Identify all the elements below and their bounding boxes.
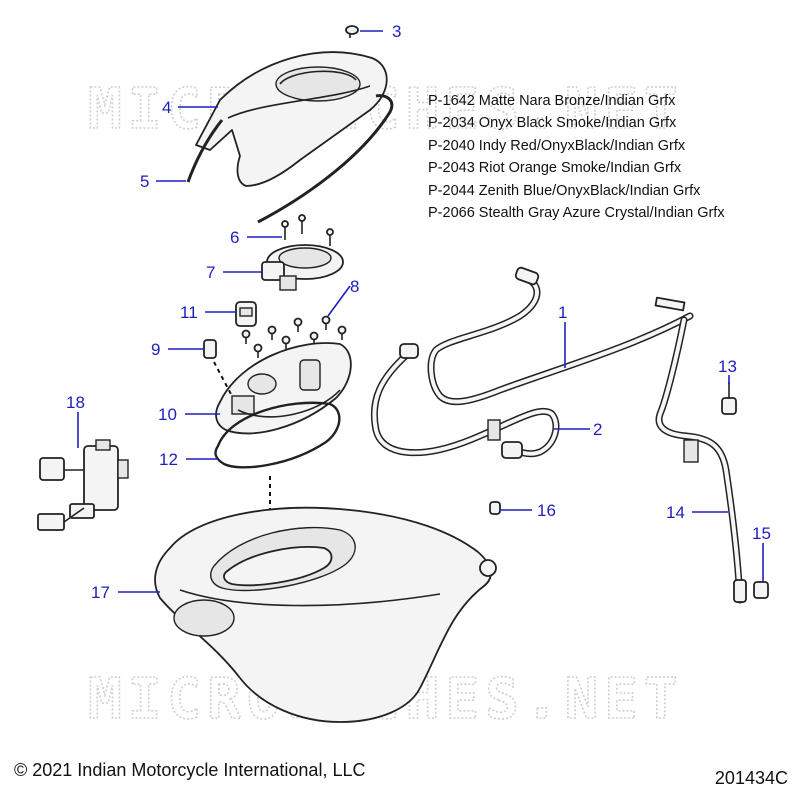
callout-8: 8 — [350, 277, 359, 296]
color-option: P-2043 Riot Orange Smoke/Indian Grfx — [428, 160, 682, 177]
callout-4: 4 — [162, 98, 171, 117]
callout-6: 6 — [230, 228, 239, 247]
part-3-screw — [345, 25, 359, 38]
part-4-console-cover — [195, 51, 388, 187]
callout-labels: 1 2 3 4 5 6 7 8 9 10 11 12 13 14 15 16 1… — [66, 22, 771, 602]
color-option: P-1642 Matte Nara Bronze/Indian Grfx — [428, 93, 676, 109]
callout-11: 11 — [180, 303, 198, 322]
color-option-list: P-1642 Matte Nara Bronze/Indian Grfx P-2… — [428, 90, 725, 224]
callout-10: 10 — [158, 405, 177, 424]
part-5-gasket-strip — [186, 94, 394, 224]
part-10-mount-plate — [215, 342, 352, 435]
color-option: P-2034 Onyx Black Smoke/Indian Grfx — [428, 115, 677, 132]
part-16-clamp — [489, 501, 501, 515]
alignment-line-9 — [213, 361, 233, 397]
part-1-vent-tube — [427, 266, 694, 406]
callout-1: 1 — [558, 303, 567, 322]
callout-14: 14 — [666, 503, 685, 522]
callout-12: 12 — [159, 450, 178, 469]
callout-7: 7 — [206, 263, 215, 282]
part-15-fitting — [753, 581, 769, 599]
callout-9: 9 — [151, 340, 160, 359]
part-17-fuel-tank — [154, 506, 497, 723]
part-6-screws — [281, 214, 334, 246]
color-option: P-2040 Indy Red/OnyxBlack/Indian Grfx — [428, 137, 686, 154]
callout-15: 15 — [752, 524, 771, 543]
part-14-tube — [655, 316, 747, 604]
callout-16: 16 — [537, 501, 556, 520]
callout-13: 13 — [718, 357, 737, 376]
part-2-vent-tube — [370, 343, 560, 459]
callout-3: 3 — [392, 22, 401, 41]
color-option: P-2066 Stealth Gray Azure Crystal/Indian… — [428, 205, 725, 222]
part-18-fuel-pump — [37, 439, 129, 531]
part-8-fasteners — [241, 315, 347, 358]
color-option: P-2044 Zenith Blue/OnyxBlack/Indian Grfx — [428, 182, 701, 199]
part-12-gasket — [214, 401, 341, 469]
drawing-number: 201434C — [714, 768, 788, 788]
part-11-clip — [235, 301, 257, 327]
copyright-notice: © 2021 Indian Motorcycle International, … — [14, 760, 366, 780]
callout-leaders — [77, 30, 764, 593]
part-9-bracket — [203, 339, 217, 359]
callout-18: 18 — [66, 393, 85, 412]
callout-17: 17 — [91, 583, 110, 602]
part-13-fitting — [721, 382, 737, 415]
callout-5: 5 — [140, 172, 149, 191]
part-7-fuel-sender — [261, 244, 344, 291]
callout-2: 2 — [593, 420, 602, 439]
